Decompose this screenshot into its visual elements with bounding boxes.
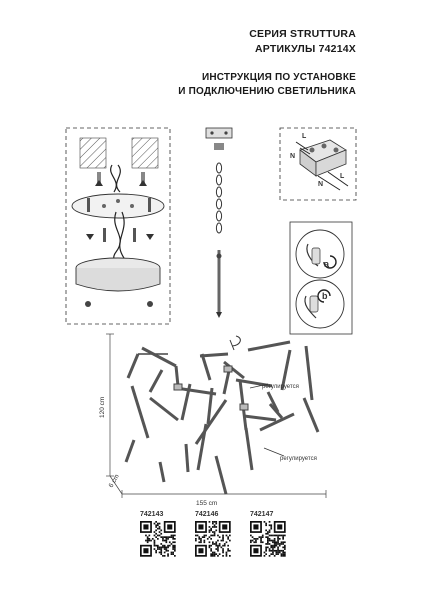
step-a-label: a — [324, 259, 330, 269]
adjustable-label-1: регулируется — [262, 384, 299, 390]
article-numbers: АРТИКУЛЫ 74214X — [255, 43, 356, 55]
bulb-steps-diagram: a b — [289, 221, 353, 335]
suspension-assembly — [205, 127, 233, 318]
step-b-label: b — [322, 291, 328, 301]
ceiling-mount-assembly — [65, 127, 171, 325]
instruction-title-line2: И ПОДКЛЮЧЕНИЮ СВЕТИЛЬНИКА — [178, 86, 356, 97]
height-dimension: 120 cm — [99, 397, 106, 418]
qr-label-1: 742143 — [140, 511, 163, 518]
qr-label-2: 742146 — [195, 511, 218, 518]
instruction-title-line1: ИНСТРУКЦИЯ ПО УСТАНОВКЕ — [201, 72, 356, 83]
terminal-block-diagram: L N N L — [279, 127, 357, 201]
terminal-label-N-top: N — [290, 153, 295, 160]
qr-code-742147[interactable] — [250, 521, 286, 557]
qr-label-3: 742147 — [250, 511, 273, 518]
series-title: СЕРИЯ STRUTTURA — [249, 28, 356, 40]
qr-code-742146[interactable] — [195, 521, 231, 557]
width-dimension: 155 cm — [196, 500, 217, 507]
adjustable-label-2: регулируется — [280, 456, 317, 462]
qr-code-block: 742143 742146 742147 — [140, 511, 286, 557]
terminal-label-L-top: L — [302, 133, 307, 140]
terminal-label-L-bottom: L — [340, 173, 345, 180]
chandelier-drawing — [124, 335, 320, 495]
qr-code-742143[interactable] — [140, 521, 176, 557]
terminal-label-N-bottom: N — [318, 181, 323, 188]
dimension-lines — [106, 333, 327, 498]
